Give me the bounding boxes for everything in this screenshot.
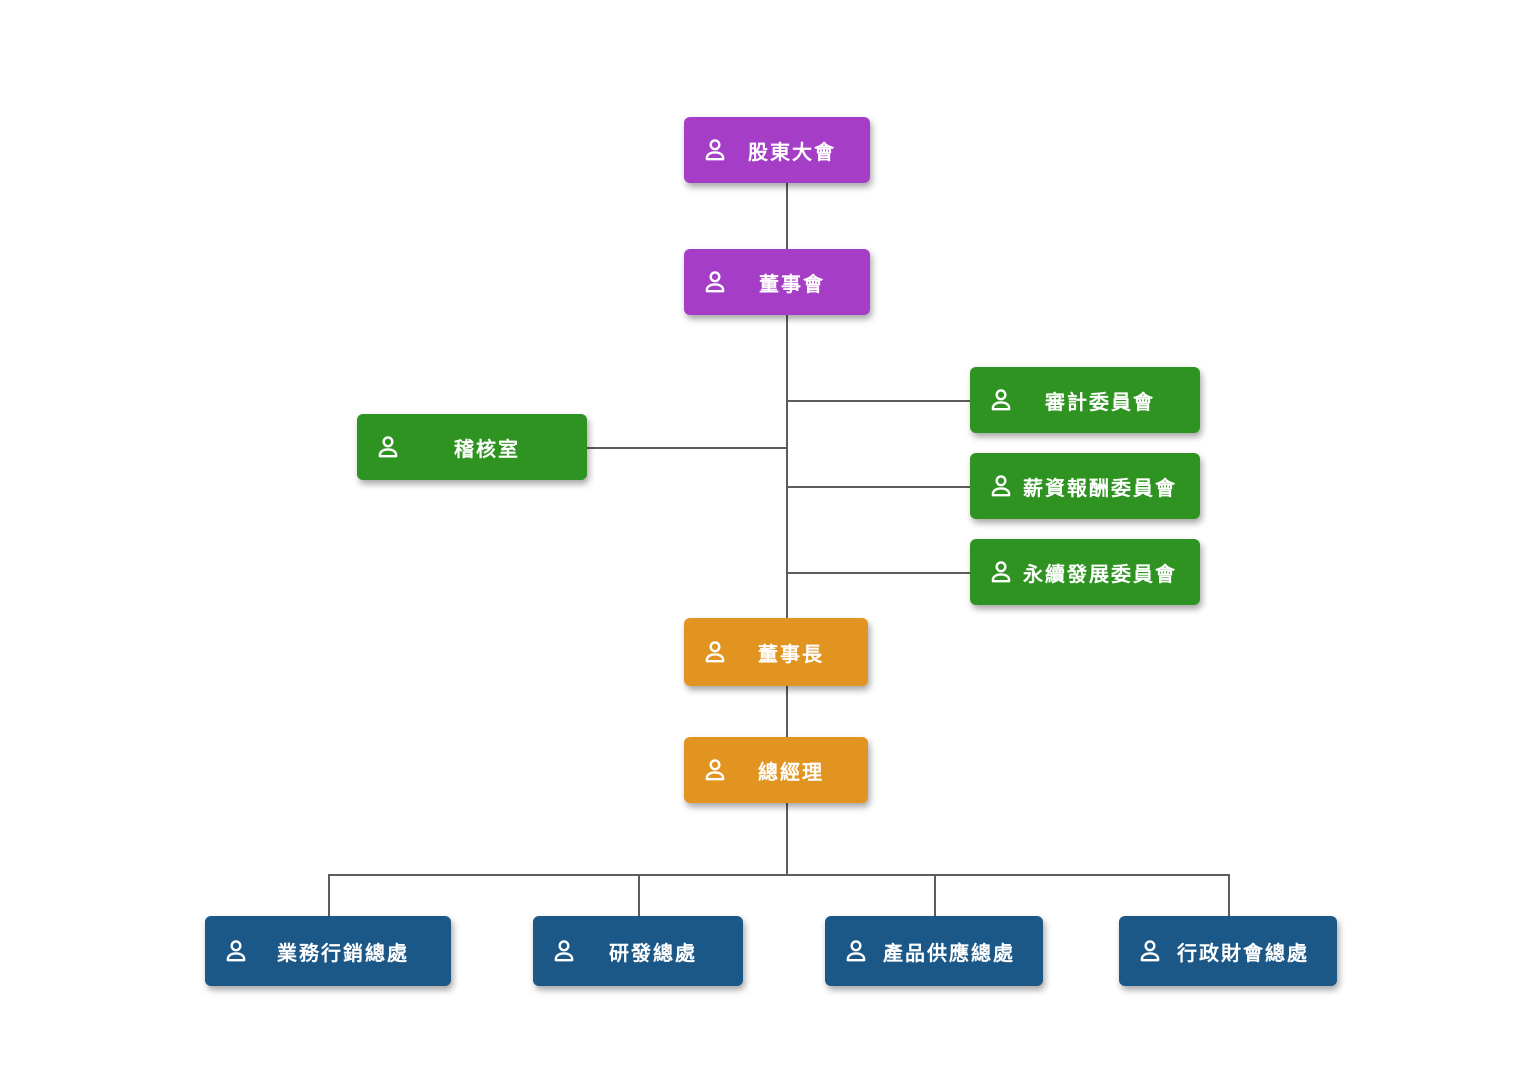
org-node-rd-division: 研發總處 (533, 916, 743, 986)
org-node-shareholders: 股東大會 (684, 117, 870, 183)
org-node-label: 薪資報酬委員會 (1023, 477, 1177, 500)
person-icon (702, 757, 728, 783)
person-icon (702, 639, 728, 665)
person-icon (702, 137, 728, 163)
org-node-compensation-committee: 薪資報酬委員會 (970, 453, 1200, 519)
person-icon (988, 473, 1014, 499)
org-node-label: 行政財會總處 (1177, 942, 1309, 965)
connector-board-compensation-committee (786, 486, 970, 488)
org-node-label: 審計委員會 (1045, 391, 1155, 414)
org-node-label: 研發總處 (609, 942, 697, 965)
person-icon (988, 387, 1014, 413)
org-node-label: 董事長 (758, 643, 824, 666)
connector-drop-product-supply (934, 874, 936, 916)
connector-divisions-bar (328, 874, 1230, 876)
connector-board-audit-office (587, 447, 786, 449)
org-node-chairman: 董事長 (684, 618, 868, 686)
org-node-product-supply-division: 產品供應總處 (825, 916, 1043, 986)
org-node-sustainability-committee: 永續發展委員會 (970, 539, 1200, 605)
org-node-label: 股東大會 (748, 141, 836, 164)
connector-shareholders-board (786, 183, 788, 249)
org-node-label: 董事會 (759, 273, 825, 296)
org-node-label: 稽核室 (454, 438, 520, 461)
person-icon (988, 559, 1014, 585)
connector-board-audit-committee (786, 400, 970, 402)
org-node-business-marketing-division: 業務行銷總處 (205, 916, 451, 986)
person-icon (843, 938, 869, 964)
person-icon (551, 938, 577, 964)
connector-chairman-gm (786, 686, 788, 737)
connector-board-chairman (786, 315, 788, 618)
connector-drop-business-marketing (328, 874, 330, 916)
org-node-label: 業務行銷總處 (277, 942, 409, 965)
person-icon (1137, 938, 1163, 964)
connector-drop-rd (638, 874, 640, 916)
org-node-label: 總經理 (758, 761, 824, 784)
org-node-label: 永續發展委員會 (1023, 563, 1177, 586)
org-node-audit-committee: 審計委員會 (970, 367, 1200, 433)
person-icon (702, 269, 728, 295)
org-node-label: 產品供應總處 (883, 942, 1015, 965)
person-icon (375, 434, 401, 460)
connector-gm-divisions-stem (786, 803, 788, 874)
connector-board-sustainability-committee (786, 572, 970, 574)
org-node-general-manager: 總經理 (684, 737, 868, 803)
org-node-board: 董事會 (684, 249, 870, 315)
org-node-audit-office: 稽核室 (357, 414, 587, 480)
org-node-admin-finance-division: 行政財會總處 (1119, 916, 1337, 986)
connector-drop-admin-finance (1228, 874, 1230, 916)
person-icon (223, 938, 249, 964)
